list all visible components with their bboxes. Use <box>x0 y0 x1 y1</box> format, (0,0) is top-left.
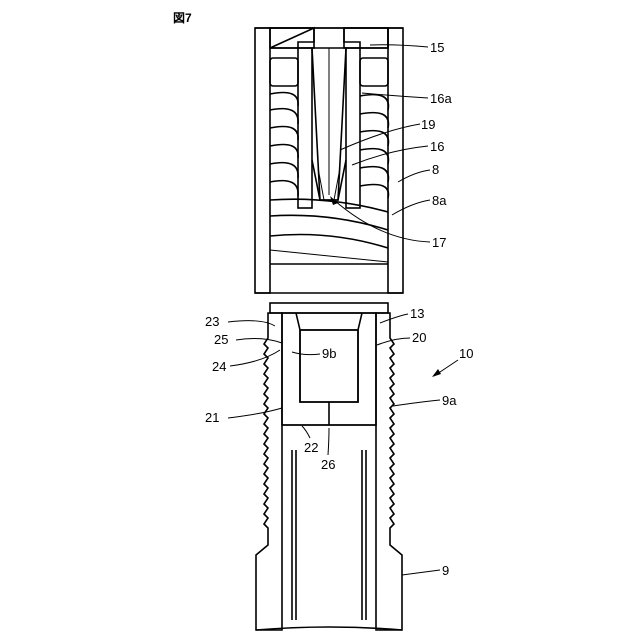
pocket-left <box>270 58 298 86</box>
upper-assembly <box>255 28 403 293</box>
label-26: 26 <box>321 457 335 472</box>
label-8a: 8a <box>432 193 447 208</box>
outer-sleeve-left-wall <box>255 28 270 293</box>
label-16: 16 <box>430 139 444 154</box>
label-13: 13 <box>410 306 424 321</box>
label-17: 17 <box>432 235 446 250</box>
outer-sleeve-right-wall <box>388 28 403 293</box>
label-21: 21 <box>205 410 219 425</box>
labels: 15 16a 19 16 8 8a 17 13 23 25 20 10 9b 2… <box>205 40 473 578</box>
label-16a: 16a <box>430 91 452 106</box>
label-20: 20 <box>412 330 426 345</box>
cap-top <box>270 303 388 313</box>
label-10: 10 <box>459 346 473 361</box>
label-9: 9 <box>442 563 449 578</box>
label-25: 25 <box>214 332 228 347</box>
label-8: 8 <box>432 162 439 177</box>
label-22: 22 <box>304 440 318 455</box>
label-15: 15 <box>430 40 444 55</box>
label-19: 19 <box>421 117 435 132</box>
tube-right-wall <box>376 313 402 630</box>
label-24: 24 <box>212 359 226 374</box>
inner-stem-right <box>346 48 360 208</box>
inner-stem-left <box>298 48 312 208</box>
tube-left-wall <box>256 313 282 630</box>
label-9b: 9b <box>322 346 336 361</box>
figure-title: 図7 <box>173 11 192 25</box>
pocket-right <box>360 58 388 86</box>
label-23: 23 <box>205 314 219 329</box>
cap-cavity <box>300 330 358 402</box>
label-9a: 9a <box>442 393 457 408</box>
